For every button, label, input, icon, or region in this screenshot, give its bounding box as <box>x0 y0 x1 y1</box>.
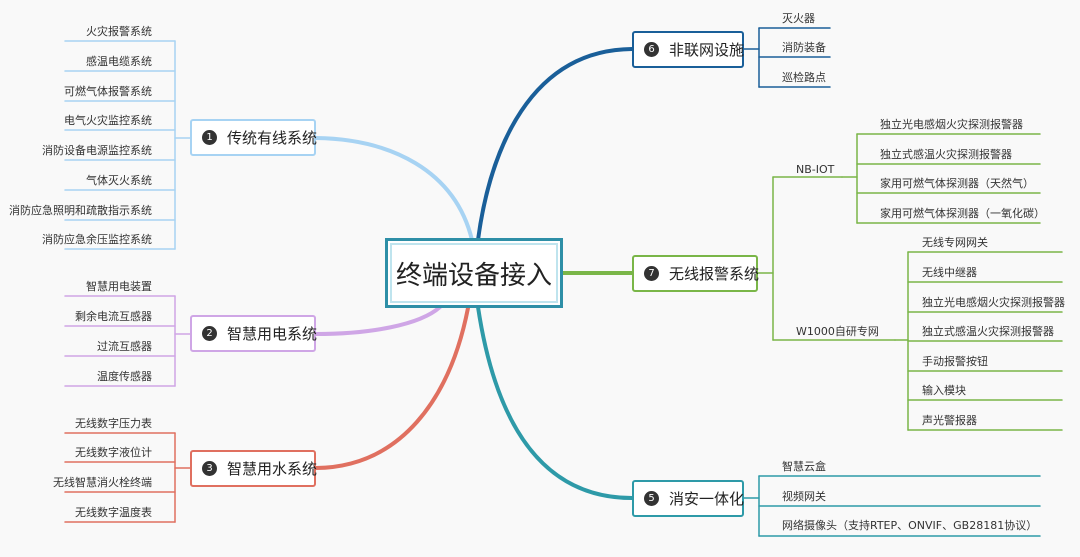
leaf-power[interactable]: 温度传感器 <box>97 370 152 383</box>
leaf-integrated[interactable]: 网络摄像头（支持RTEP、ONVIF、GB28181协议） <box>782 519 1038 532</box>
branch-wireless-label: 无线报警系统 <box>669 265 760 283</box>
branch-traditional-label: 传统有线系统 <box>227 129 318 147</box>
edge-root-integrated <box>476 305 634 500</box>
leaf-nonnetwork[interactable]: 巡检路点 <box>782 71 826 84</box>
branch-non-network[interactable]: 6 非联网设施 <box>632 31 744 68</box>
leaf-w1000[interactable]: 输入模块 <box>922 384 966 397</box>
leaf-traditional[interactable]: 电气火灾监控系统 <box>64 114 152 127</box>
branch-smart-water[interactable]: 3 智慧用水系统 <box>190 450 318 487</box>
leaf-integrated[interactable]: 视频网关 <box>782 490 826 503</box>
leaf-water[interactable]: 无线智慧消火栓终端 <box>53 476 152 489</box>
leaf-traditional[interactable]: 消防应急余压监控系统 <box>42 233 152 246</box>
group-nb-iot[interactable]: NB-IOT <box>796 163 835 176</box>
root-label: 终端设备接入 <box>395 260 552 291</box>
leaf-w1000[interactable]: 声光警报器 <box>922 414 977 427</box>
edge-root-water <box>314 306 470 470</box>
branch-smart-power[interactable]: 2 智慧用电系统 <box>190 315 318 352</box>
branch-traditional-wired[interactable]: 1 传统有线系统 <box>190 119 318 156</box>
leaf-nb-iot[interactable]: 独立式感温火灾探测报警器 <box>880 148 1012 161</box>
group-w1000[interactable]: W1000自研专网 <box>796 325 879 338</box>
branch-power-label: 智慧用电系统 <box>227 325 318 343</box>
badge-6: 6 <box>644 42 659 57</box>
leaf-w1000[interactable]: 独立光电感烟火灾探测报警器 <box>922 296 1065 309</box>
leaf-nonnetwork[interactable]: 灭火器 <box>782 12 815 25</box>
badge-1: 1 <box>202 130 217 145</box>
leaf-w1000[interactable]: 手动报警按钮 <box>922 355 988 368</box>
badge-5: 5 <box>644 491 659 506</box>
edge-root-traditional <box>314 136 474 242</box>
leaf-water[interactable]: 无线数字温度表 <box>75 506 152 519</box>
branch-wireless-alarm[interactable]: 7 无线报警系统 <box>632 255 760 292</box>
badge-7: 7 <box>644 266 659 281</box>
leaf-traditional[interactable]: 可燃气体报警系统 <box>64 85 152 98</box>
leaf-nb-iot[interactable]: 独立光电感烟火灾探测报警器 <box>880 118 1023 131</box>
leaf-nb-iot[interactable]: 家用可燃气体探测器（天然气） <box>880 177 1034 190</box>
branch-nonnetwork-label: 非联网设施 <box>669 41 745 59</box>
leaf-water[interactable]: 无线数字液位计 <box>75 446 152 459</box>
leaf-traditional[interactable]: 消防应急照明和疏散指示系统 <box>9 204 152 217</box>
leaf-w1000[interactable]: 无线中继器 <box>922 266 977 279</box>
branch-water-label: 智慧用水系统 <box>227 460 318 478</box>
leaf-traditional[interactable]: 火灾报警系统 <box>86 25 152 38</box>
leaf-nonnetwork[interactable]: 消防装备 <box>782 41 826 54</box>
leaf-water[interactable]: 无线数字压力表 <box>75 417 152 430</box>
leaf-w1000[interactable]: 独立式感温火灾探测报警器 <box>922 325 1054 338</box>
root-node[interactable]: 终端设备接入 <box>385 238 563 308</box>
leaf-traditional[interactable]: 消防设备电源监控系统 <box>42 144 152 157</box>
badge-3: 3 <box>202 461 217 476</box>
leaf-power[interactable]: 剩余电流互感器 <box>75 310 152 323</box>
leaf-power[interactable]: 过流互感器 <box>97 340 152 353</box>
branch-integrated-label: 消安一体化 <box>669 490 745 508</box>
leaf-w1000[interactable]: 无线专网网关 <box>922 236 988 249</box>
branch-integrated-security[interactable]: 5 消安一体化 <box>632 480 744 517</box>
leaf-nb-iot[interactable]: 家用可燃气体探测器（一氧化碳） <box>880 207 1045 220</box>
leaf-traditional[interactable]: 气体灭火系统 <box>86 174 152 187</box>
leaf-integrated[interactable]: 智慧云盒 <box>782 460 826 473</box>
edge-root-nonnetwork <box>476 47 634 242</box>
leaf-power[interactable]: 智慧用电装置 <box>86 280 152 293</box>
edge-root-power <box>314 305 442 336</box>
badge-2: 2 <box>202 326 217 341</box>
leaf-traditional[interactable]: 感温电缆系统 <box>86 55 152 68</box>
